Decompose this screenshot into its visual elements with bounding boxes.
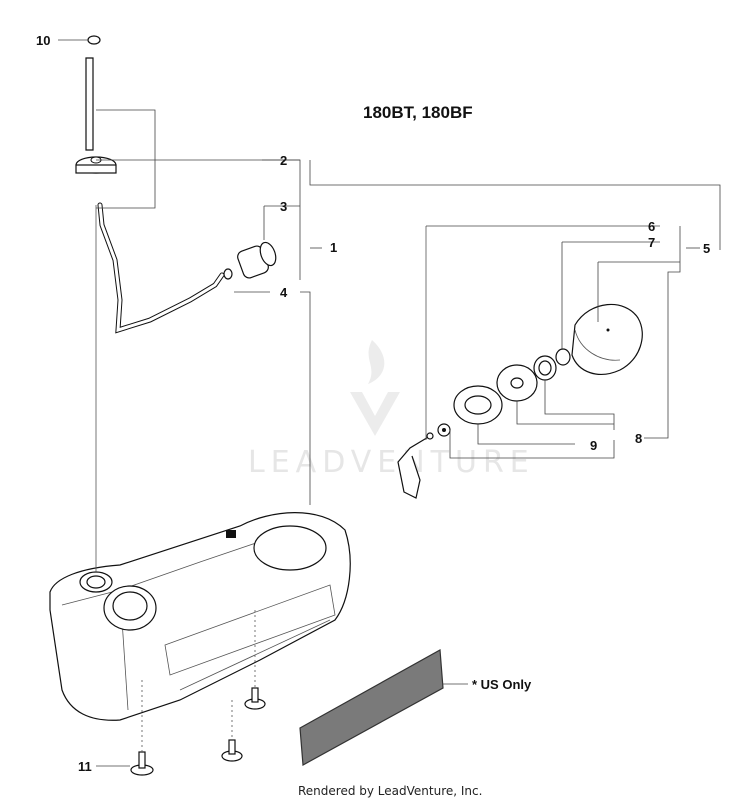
- grommet-side: [75, 164, 117, 174]
- cap-gasket-icon: [555, 348, 571, 366]
- assembly-bracket: [96, 109, 156, 209]
- fuel-tank: [49, 512, 351, 721]
- hose-clamp-icon: [87, 35, 101, 45]
- callout-10: 10: [36, 33, 50, 48]
- decal-us-only: [299, 649, 444, 766]
- callout-4: 4: [280, 285, 288, 300]
- callout-9: 9: [590, 438, 597, 453]
- vent-tube: [85, 57, 94, 151]
- footer-credit: Rendered by LeadVenture, Inc.: [298, 784, 482, 798]
- leader-lines: [58, 39, 721, 767]
- callout-7: 7: [648, 235, 655, 250]
- callout-3: 3: [280, 199, 287, 214]
- fuel-line-clamp-icon: [223, 268, 233, 280]
- us-only-note: * US Only: [472, 677, 532, 692]
- callout-2: 2: [280, 153, 287, 168]
- fuel-cap-assembly: [397, 304, 643, 499]
- watermark-v-icon: [350, 392, 400, 436]
- fuel-cap-icon: [571, 304, 643, 375]
- fuel-line-assembly: [75, 35, 277, 334]
- watermark-text: LEADVENTURE: [248, 445, 535, 480]
- cap-tether-icon: [397, 435, 431, 499]
- tank-logo-icon: [226, 530, 236, 538]
- callout-1: 1: [330, 240, 337, 255]
- callout-5: 5: [703, 241, 710, 256]
- callout-11: 11: [78, 759, 92, 774]
- diagram-title: 180BT, 180BF: [363, 103, 473, 122]
- watermark: LEADVENTURE: [248, 340, 535, 480]
- watermark-flame-icon: [368, 340, 385, 384]
- tank-recess: [253, 525, 327, 571]
- mounting-screws: [130, 687, 266, 776]
- callout-6: 6: [648, 219, 655, 234]
- callout-8: 8: [635, 431, 642, 446]
